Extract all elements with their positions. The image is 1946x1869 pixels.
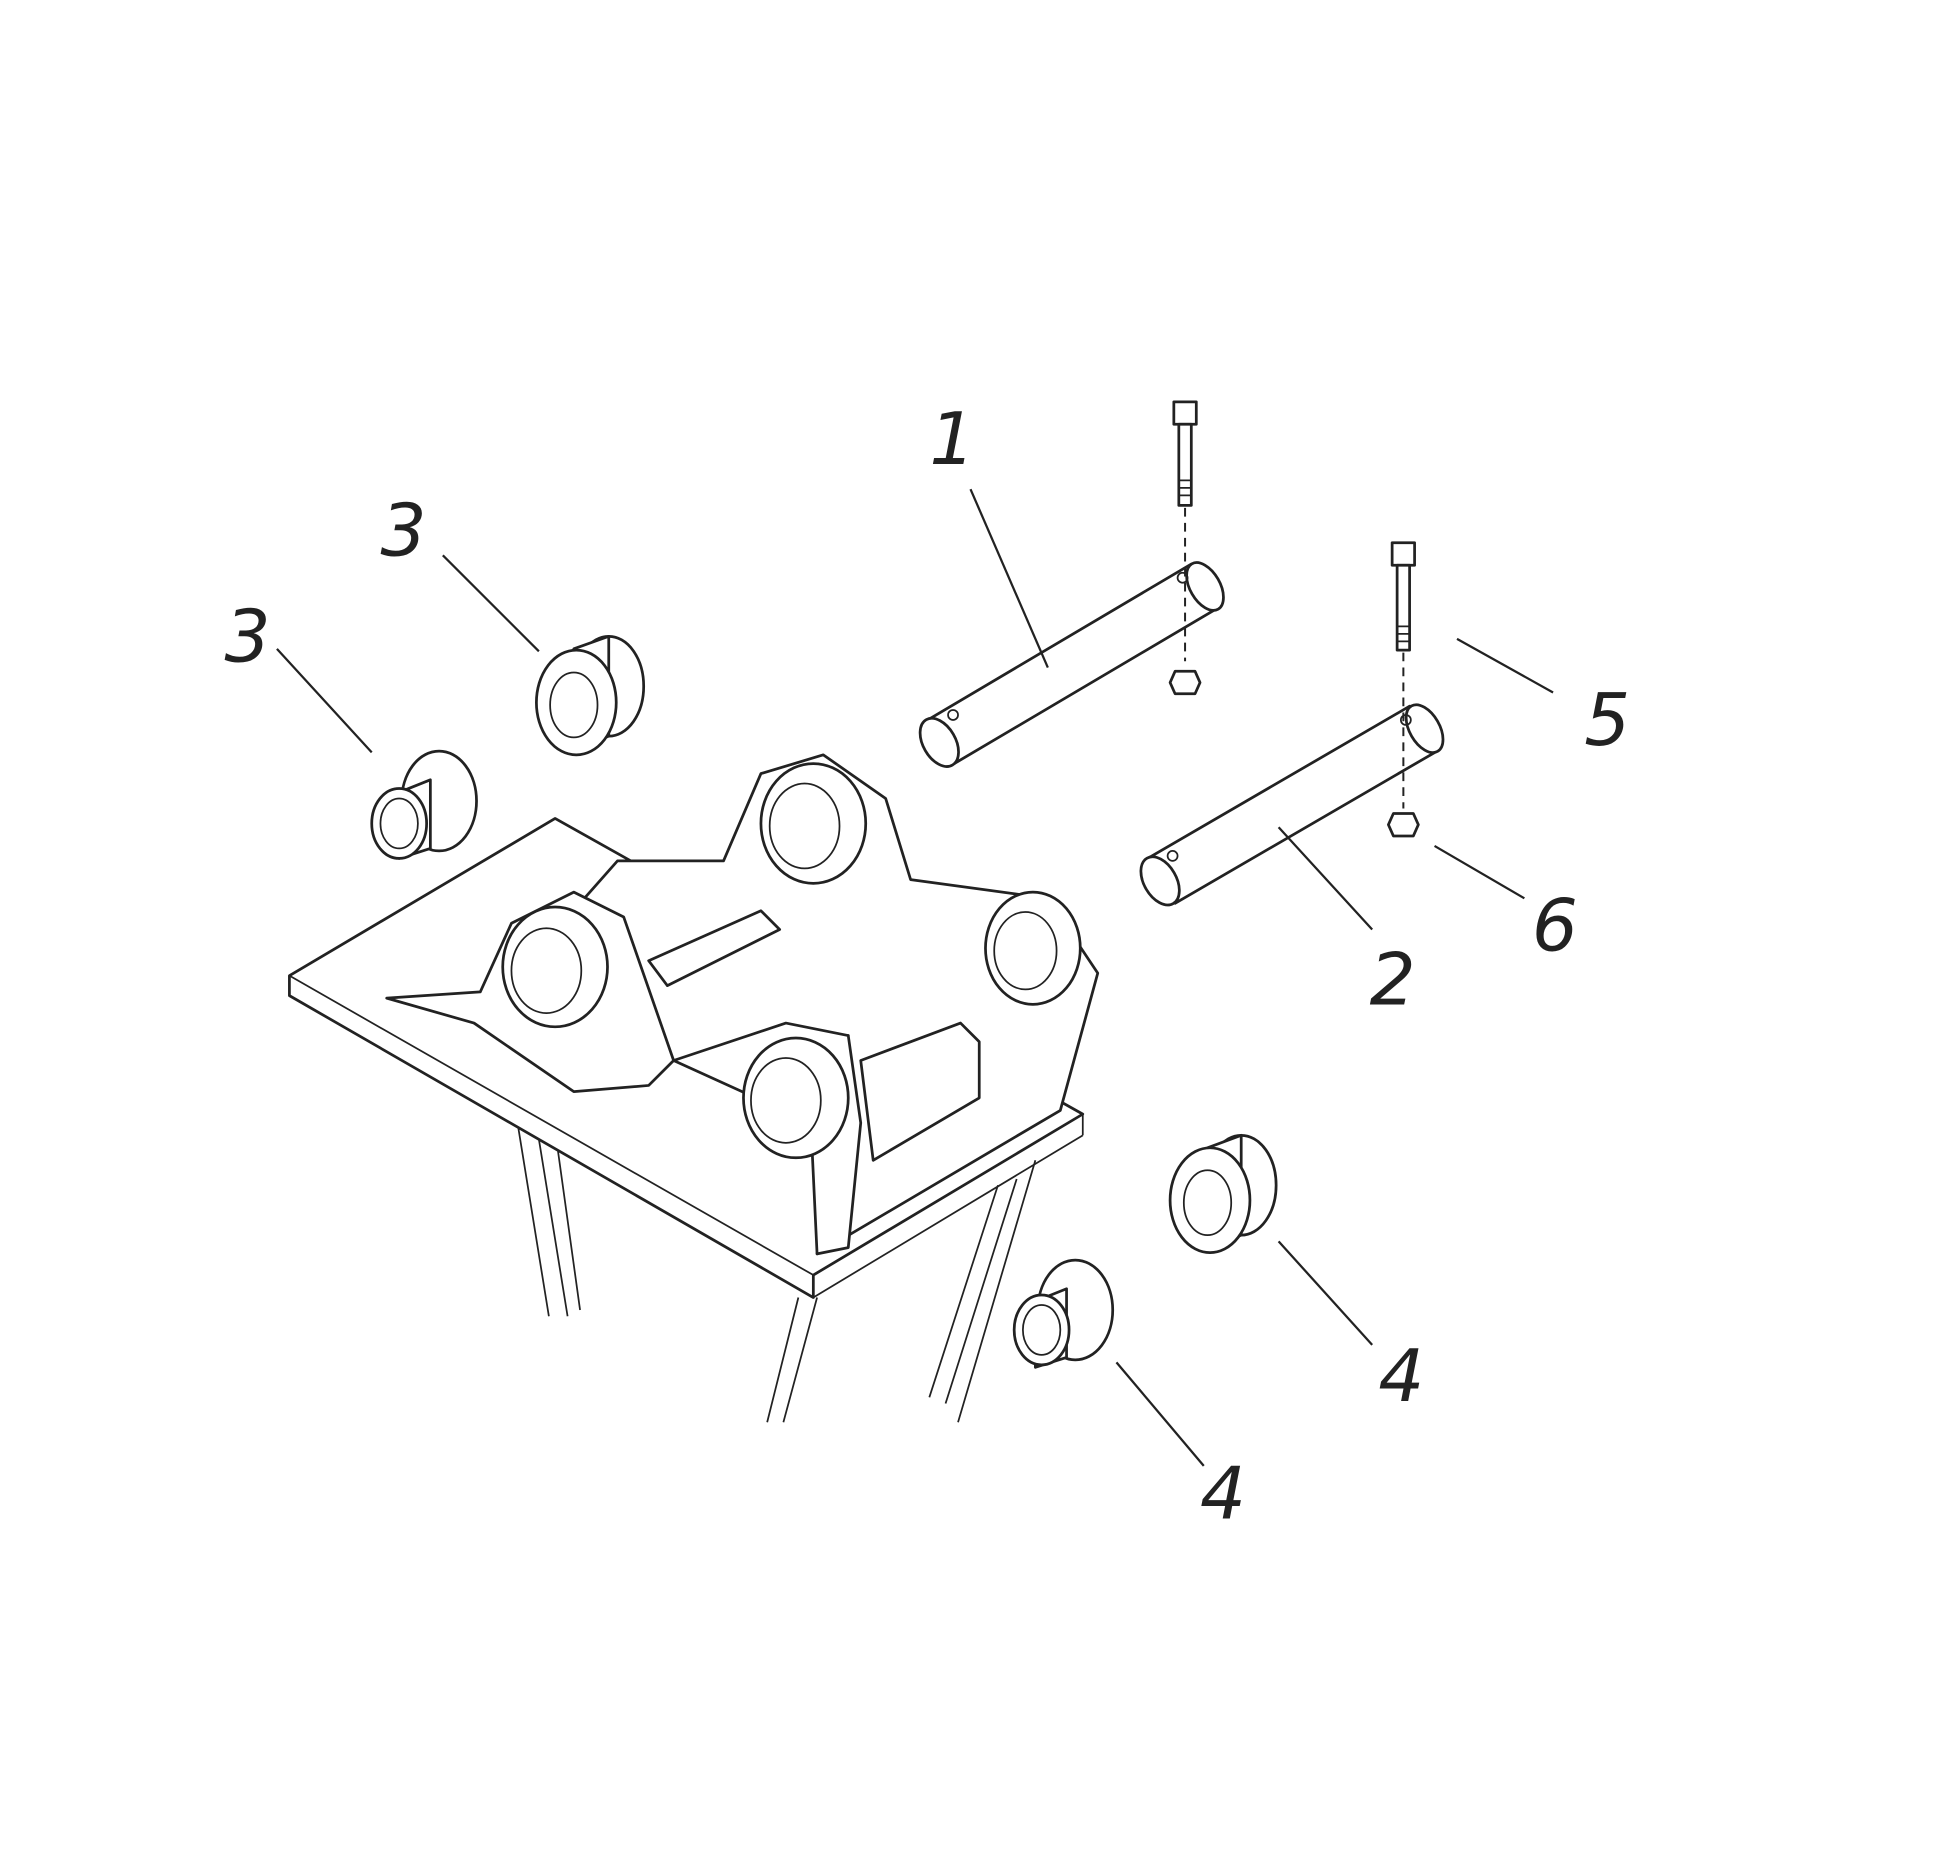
callout-1: 1 bbox=[929, 398, 975, 482]
callout-6: 6 bbox=[1532, 885, 1578, 969]
bushing-4-lower bbox=[1012, 1258, 1115, 1369]
callout-2: 2 bbox=[1370, 938, 1416, 1022]
bushing-3-upper bbox=[535, 634, 646, 757]
callout-4-right: 4 bbox=[1378, 1335, 1424, 1419]
bushing-4-right bbox=[1168, 1133, 1278, 1254]
nut-6 bbox=[1387, 812, 1420, 838]
bolt-1 bbox=[1168, 400, 1202, 696]
bushing-3-left bbox=[370, 749, 478, 860]
callout-5: 5 bbox=[1584, 679, 1630, 763]
callout-3-left: 3 bbox=[225, 595, 271, 679]
callout-4-lower: 4 bbox=[1200, 1452, 1246, 1536]
pin-1 bbox=[918, 561, 1225, 768]
leader-lines bbox=[276, 488, 1554, 1467]
bolt-5 bbox=[1387, 541, 1420, 838]
pin-2 bbox=[1139, 703, 1445, 907]
callout-3-upper: 3 bbox=[380, 489, 426, 573]
bracket-bosses bbox=[501, 762, 1082, 1160]
